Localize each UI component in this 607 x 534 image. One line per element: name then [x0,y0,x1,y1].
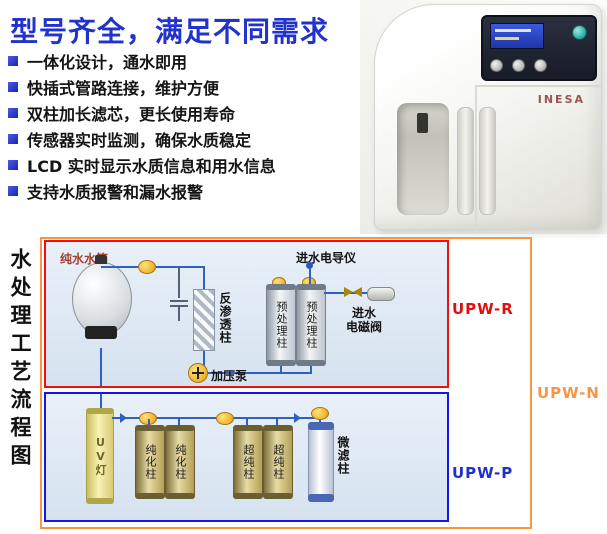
lcd-content [495,29,531,32]
feature-item: 支持水质报警和漏水报警 [8,178,358,204]
ultrapure-column-2: 超纯柱 [263,425,293,499]
diagram-side-label: 水处理工艺流程图 [8,248,32,472]
solenoid-valve-icon [344,287,353,297]
panel-button-icon [490,59,503,72]
conductivity-sensor-icon [306,262,313,269]
model-label-upw-r: UPW-R [452,300,514,318]
purification-column-label: 纯化柱 [144,444,157,480]
ro-column [193,289,215,351]
pretreatment-column-label: 预处理柱 [275,301,288,349]
pipe [203,267,205,289]
product-photo: INESA [360,0,607,234]
feature-item: 双柱加长滤芯，更长使用寿命 [8,100,358,126]
valve-fitting-icon [311,407,329,420]
body-seam [475,85,601,87]
upw-n-frame [40,237,532,529]
pipe [310,364,312,374]
model-label-upw-n: UPW-N [537,384,600,402]
feature-text: 一体化设计，通水即用 [27,53,188,72]
pipe [309,269,311,284]
ultrapure-column-1: 超纯柱 [233,425,263,499]
pipe [178,419,180,425]
front-groove [457,107,474,215]
check-valve-icon [178,268,180,298]
feature-text: 双柱加长滤芯，更长使用寿命 [27,105,236,124]
microfilter-column [308,422,334,502]
uv-lamp-label: UV灯 [94,436,107,476]
tank-port [95,255,107,264]
nozzle-icon [417,113,428,133]
body-seam [475,85,477,231]
microfilter-column-label: 微滤柱 [336,436,350,475]
pipe [280,364,282,374]
bullet-square-icon [8,160,18,170]
tank-base [85,326,117,339]
pretreatment-column-2: 预处理柱 [296,284,326,366]
feature-text: 传感器实时监测，确保水质稳定 [27,131,252,150]
purification-column-label: 纯化柱 [174,444,187,480]
purification-column-1: 纯化柱 [135,425,165,499]
pipe [100,348,102,386]
ultrapure-column-label: 超纯柱 [272,444,285,480]
ultrapure-column-label: 超纯柱 [242,444,255,480]
conductivity-meter-label: 进水电导仪 [296,251,357,265]
bullet-square-icon [8,56,18,66]
uv-lamp-column: UV灯 [86,408,114,504]
model-label-upw-p: UPW-P [452,464,514,482]
pure-water-tank [72,255,132,348]
bullet-square-icon [8,134,18,144]
feature-text: 支持水质报警和漏水报警 [27,183,204,202]
page-title: 型号齐全，满足不同需求 [10,15,330,48]
bullet-square-icon [8,108,18,118]
pipe [148,419,150,425]
inlet-valve-label-line1: 进水 [352,306,377,320]
machine-body: INESA [374,4,602,231]
ro-column-label: 反渗透柱 [218,292,232,344]
feature-text: LCD 实时显示水质信息和用水信息 [27,157,276,176]
pipe [203,349,205,374]
feature-item: 传感器实时监测，确保水质稳定 [8,126,358,152]
lcd-content [495,37,519,40]
brand-logo: INESA [537,93,585,106]
panel-button-icon [512,59,525,72]
panel-buttons [490,59,547,72]
feature-list: 一体化设计，通水即用 快插式管路连接，维护方便 双柱加长滤芯，更长使用寿命 传感… [8,48,358,204]
feature-item: 一体化设计，通水即用 [8,48,358,74]
control-panel [481,15,597,81]
panel-button-icon [534,59,547,72]
inlet-filter-icon [367,287,395,301]
pipe [246,419,248,425]
flow-arrow-icon [294,413,301,423]
dispenser-bay [397,103,449,215]
feature-text: 快插式管路连接，维护方便 [27,79,220,98]
check-valve-icon [178,307,180,321]
pipe [203,372,312,374]
pipe [100,394,102,408]
pretreatment-column-1: 预处理柱 [266,284,296,366]
pipe [276,419,278,425]
pump-icon [188,363,208,383]
valve-fitting-icon [138,260,156,274]
feature-item: LCD 实时显示水质信息和用水信息 [8,152,358,178]
power-button-icon [572,25,587,40]
flow-diagram: 水处理工艺流程图 UPW-R UPW-N UPW-P 纯水水箱 反渗透柱 [0,236,607,534]
pump-label: 加压泵 [211,369,248,383]
bullet-square-icon [8,82,18,92]
flow-arrow-icon [120,413,127,423]
tank-body [72,262,132,336]
check-valve-icon [170,300,188,302]
purification-column-2: 纯化柱 [165,425,195,499]
check-valve-icon [170,305,188,307]
solenoid-valve-icon [353,287,362,297]
pretreatment-column-label: 预处理柱 [305,301,318,349]
lcd-screen [490,23,544,49]
valve-fitting-icon [216,412,234,425]
feature-item: 快插式管路连接，维护方便 [8,74,358,100]
inlet-valve-label-line2: 电磁阀 [346,320,383,334]
front-groove [479,107,496,215]
bullet-square-icon [8,186,18,196]
